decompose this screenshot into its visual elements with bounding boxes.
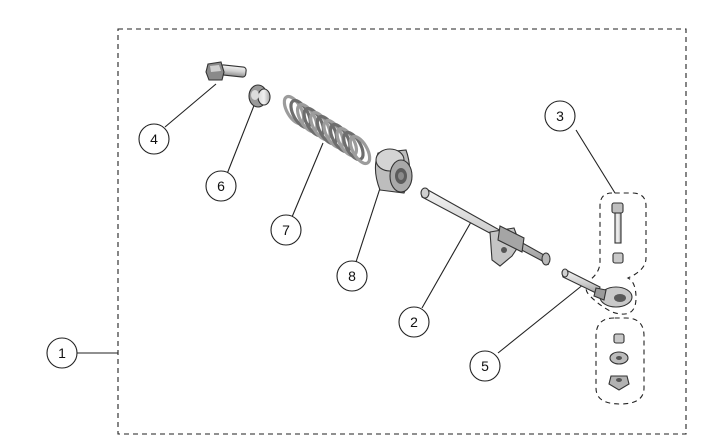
callout-3-label: 3: [556, 108, 564, 124]
leader-7: [291, 142, 324, 218]
hardware-group-outline: [585, 192, 647, 315]
callout-1-label: 1: [58, 345, 66, 361]
callout-6-label: 6: [217, 178, 225, 194]
leader-5: [497, 283, 585, 354]
part-8-bumper: [374, 148, 413, 194]
hardware-nuts-outline: [595, 317, 645, 405]
leader-3: [575, 129, 616, 194]
part-4-bolt: [205, 61, 247, 81]
callout-7: 7: [270, 214, 302, 246]
part-2-shaft: [420, 187, 551, 267]
part-3-hardware: [611, 202, 624, 264]
part-7-spring: [282, 94, 372, 166]
spring-coil: [348, 134, 372, 166]
leader-4: [164, 83, 217, 128]
callout-7-label: 7: [282, 222, 290, 238]
callout-2: 2: [398, 306, 430, 338]
part-5-rod-end: [561, 268, 633, 308]
callout-8: 8: [336, 260, 368, 292]
leader-6: [226, 102, 256, 175]
hardware-nuts-washers: [608, 333, 630, 391]
part-6-bushing: [248, 84, 271, 108]
callout-4: 4: [138, 123, 170, 155]
kit-boundary: [117, 28, 687, 435]
callout-6: 6: [205, 170, 237, 202]
spring-coil: [335, 126, 359, 158]
callout-4-label: 4: [150, 131, 158, 147]
callout-3: 3: [544, 100, 576, 132]
callout-2-label: 2: [410, 314, 418, 330]
leader-8: [355, 175, 385, 263]
callout-8-label: 8: [348, 268, 356, 284]
callout-5: 5: [469, 350, 501, 382]
spring-coil: [342, 130, 365, 162]
callout-1: 1: [46, 337, 78, 369]
leader-2: [421, 221, 472, 309]
callout-5-label: 5: [481, 358, 489, 374]
